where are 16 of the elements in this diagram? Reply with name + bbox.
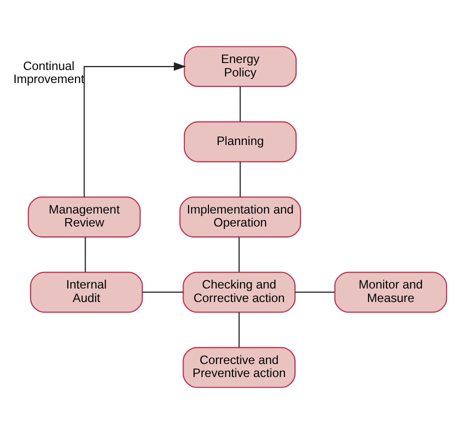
node-box: Management Review <box>27 196 140 238</box>
connector <box>238 312 240 348</box>
node-box: Corrective and Preventive action <box>182 347 296 388</box>
node-box: Checking and Corrective action <box>182 272 296 313</box>
connector <box>238 237 240 272</box>
connector <box>239 86 240 122</box>
node-box: Energy Policy <box>183 46 296 87</box>
connector <box>294 292 334 293</box>
connector <box>142 292 183 293</box>
node-box: Planning <box>183 121 296 162</box>
node-box: Monitor and Measure <box>334 272 447 313</box>
arrow <box>83 62 186 198</box>
connector <box>239 162 240 197</box>
connector <box>84 237 86 272</box>
node-box: Internal Audit <box>30 272 142 313</box>
node-box: Implementation and Operation <box>178 196 301 238</box>
